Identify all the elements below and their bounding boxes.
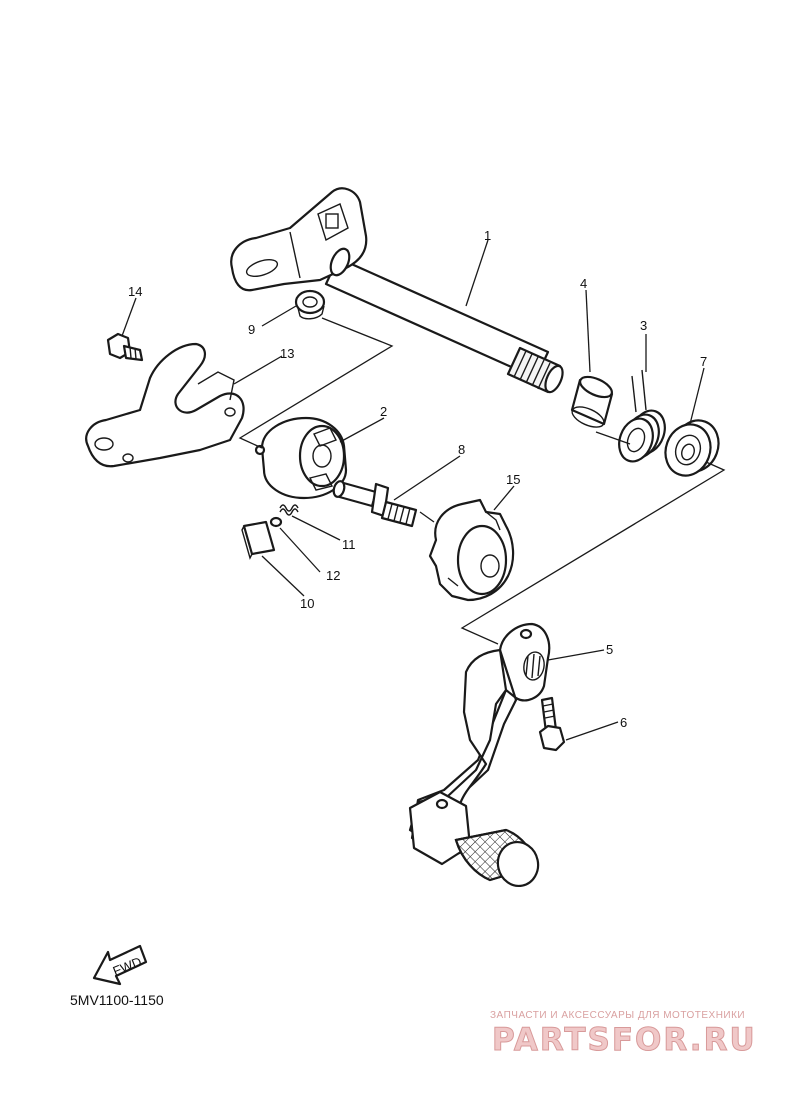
callout-11: 11 bbox=[342, 537, 356, 552]
callout-5: 5 bbox=[606, 642, 613, 657]
shift-shaft-part-1 bbox=[230, 187, 564, 394]
spring-part-11 bbox=[279, 504, 299, 516]
stopper-lever-part-13 bbox=[85, 342, 245, 468]
watermark-subtitle: ЗАПЧАСТИ И АКСЕССУАРЫ ДЛЯ МОТОТЕХНИКИ bbox=[490, 1010, 746, 1021]
ball-part-12 bbox=[269, 516, 283, 528]
shift-cam-part-2 bbox=[254, 416, 348, 500]
callout-8: 8 bbox=[458, 442, 465, 457]
torsion-spring-part-3 bbox=[618, 369, 666, 463]
callout-7: 7 bbox=[700, 354, 707, 369]
callout-9: 9 bbox=[248, 322, 255, 337]
stud-bolt-part-8 bbox=[332, 480, 418, 528]
collar-part-4 bbox=[570, 375, 614, 428]
diagram-code: 5MV1100-1150 bbox=[70, 992, 164, 1008]
pedal-bolt-part-6 bbox=[538, 696, 566, 752]
callout-12: 12 bbox=[326, 568, 340, 583]
callout-1: 1 bbox=[484, 228, 491, 243]
fwd-arrow-icon: FWD bbox=[92, 944, 148, 986]
shift-pedal-part-5 bbox=[408, 622, 551, 888]
shift-cam-star-part-15 bbox=[428, 498, 515, 602]
callout-10: 10 bbox=[300, 596, 314, 611]
callout-4: 4 bbox=[580, 276, 587, 291]
callout-labels: 1 2 3 4 5 6 7 8 9 10 11 12 13 14 15 bbox=[128, 228, 707, 730]
assembly-lines bbox=[238, 317, 726, 645]
callout-13: 13 bbox=[280, 346, 294, 361]
watermark-brand: PARTSFOR.RU bbox=[492, 1022, 757, 1059]
callout-15: 15 bbox=[506, 472, 520, 487]
callout-2: 2 bbox=[380, 404, 387, 419]
plate-part-10 bbox=[241, 520, 276, 560]
washer-part-9 bbox=[294, 289, 326, 320]
callout-leaders bbox=[121, 239, 705, 741]
oil-seal-part-7 bbox=[664, 419, 720, 477]
callout-6: 6 bbox=[620, 715, 627, 730]
callout-3: 3 bbox=[640, 318, 647, 333]
bolt-part-14 bbox=[106, 332, 144, 362]
callout-14: 14 bbox=[128, 284, 142, 299]
